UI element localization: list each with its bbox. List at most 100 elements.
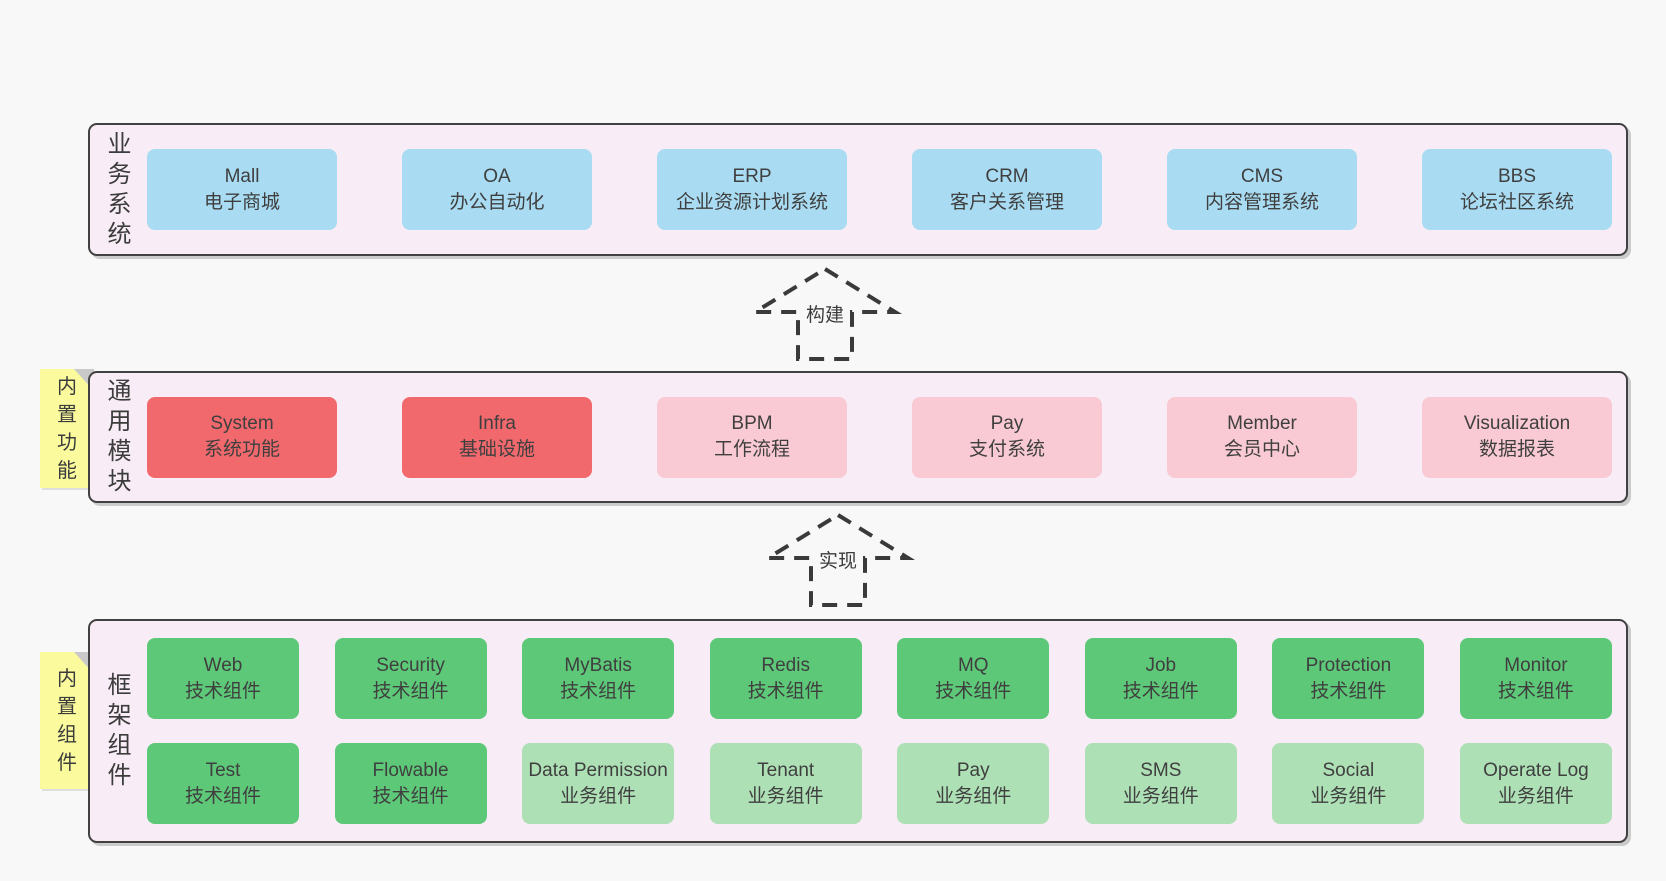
box-desc: 论坛社区系统 (1459, 191, 1574, 213)
layer-panel-business-systems: 业务系统 Mall 电子商城 OA 办公自动化 ERP 企业资源计划系统 CRM 客户关系管理… (88, 123, 1628, 256)
box-desc: 技术组件 (184, 680, 261, 702)
box-protection: Protection 技术组件 (1272, 638, 1425, 719)
box-mybatis: MyBatis 技术组件 (522, 638, 675, 719)
layer-label: 框架组件 (107, 672, 132, 789)
box-desc: 内容管理系统 (1204, 191, 1319, 213)
component-rows: Mall 电子商城 OA 办公自动化 ERP 企业资源计划系统 CRM 客户关系管理 CMS 内容… (133, 125, 1626, 254)
box-name: Data Permission (528, 759, 668, 781)
box-name: Operate Log (1483, 759, 1589, 781)
box-pay: Pay 业务组件 (897, 743, 1050, 824)
box-name: Social (1322, 759, 1375, 781)
box-desc: 数据报表 (1478, 439, 1555, 460)
box-name: CRM (985, 165, 1029, 187)
box-desc: 会员中心 (1223, 439, 1300, 460)
box-pay: Pay 支付系统 (912, 396, 1102, 478)
box-cms: CMS 内容管理系统 (1167, 149, 1357, 230)
box-desc: 技术组件 (1122, 680, 1199, 702)
layer-label: 业务系统 (107, 130, 132, 248)
box-desc: 技术组件 (747, 680, 824, 702)
box-name: Security (376, 654, 445, 676)
box-desc: 技术组件 (935, 680, 1012, 702)
sticky-note-builtin-components: 内置组件 (40, 652, 94, 789)
arrow-label: 实现 (815, 546, 861, 573)
box-desc: 业务组件 (935, 785, 1012, 807)
box-mall: Mall 电子商城 (147, 149, 337, 230)
sticky-note-builtin-features: 内置功能 (40, 369, 94, 488)
box-desc: 技术组件 (1310, 680, 1387, 702)
box-name: OA (483, 165, 511, 187)
sticky-note-text: 内置功能 (57, 375, 77, 482)
box-desc: 业务组件 (747, 785, 824, 807)
sticky-note-text: 内置组件 (57, 667, 77, 774)
box-name: Test (205, 759, 241, 781)
box-web: Web 技术组件 (147, 638, 299, 719)
box-desc: 技术组件 (184, 785, 261, 807)
box-desc: 业务组件 (560, 785, 637, 807)
box-desc: 客户关系管理 (949, 191, 1064, 213)
box-desc: 业务组件 (1497, 785, 1574, 807)
box-security: Security 技术组件 (334, 638, 487, 719)
box-data-permission: Data Permission 业务组件 (522, 743, 675, 824)
box-bpm: BPM 工作流程 (657, 396, 847, 478)
box-desc: 技术组件 (1497, 680, 1574, 702)
box-crm: CRM 客户关系管理 (912, 149, 1102, 230)
box-desc: 技术组件 (372, 680, 449, 702)
box-desc: 系统功能 (203, 439, 280, 460)
box-name: Pay (956, 759, 990, 781)
box-name: SMS (1140, 759, 1182, 781)
box-member: Member 会员中心 (1167, 396, 1357, 478)
box-desc: 支付系统 (968, 439, 1045, 460)
layer-label: 通用模块 (107, 378, 132, 495)
box-name: BPM (731, 413, 773, 434)
dashed-up-arrow-build: 构建 (745, 266, 905, 362)
box-test: Test 技术组件 (147, 743, 299, 824)
box-name: Pay (990, 413, 1024, 434)
box-operate-log: Operate Log 业务组件 (1459, 743, 1612, 824)
dashed-up-arrow-implement: 实现 (758, 512, 918, 608)
box-erp: ERP 企业资源计划系统 (657, 149, 847, 230)
up-arrow-icon (760, 512, 916, 607)
box-name: Member (1227, 413, 1297, 434)
box-desc: 技术组件 (372, 785, 449, 807)
box-name: MyBatis (564, 654, 632, 676)
box-name: Monitor (1504, 654, 1568, 676)
box-redis: Redis 技术组件 (709, 638, 862, 719)
box-visualization: Visualization 数据报表 (1422, 396, 1612, 478)
arrow-label: 构建 (802, 300, 848, 327)
box-name: BBS (1497, 165, 1537, 187)
box-name: ERP (732, 165, 772, 187)
box-desc: 业务组件 (1310, 785, 1387, 807)
box-name: Redis (761, 654, 810, 676)
box-name: Web (203, 654, 243, 676)
box-name: System (210, 413, 274, 434)
box-desc: 办公自动化 (449, 191, 545, 213)
box-desc: 工作流程 (713, 439, 790, 460)
box-desc: 企业资源计划系统 (675, 191, 828, 213)
up-arrow-icon (747, 266, 903, 361)
box-desc: 电子商城 (203, 191, 280, 213)
box-social: Social 业务组件 (1272, 743, 1425, 824)
box-name: Mall (224, 165, 260, 187)
box-oa: OA 办公自动化 (402, 149, 592, 230)
box-name: CMS (1240, 165, 1284, 187)
box-desc: 技术组件 (560, 680, 637, 702)
box-name: Protection (1305, 654, 1392, 676)
box-bbs: BBS 论坛社区系统 (1422, 149, 1612, 230)
box-system: System 系统功能 (147, 396, 337, 478)
box-name: Infra (477, 413, 517, 434)
box-name: Visualization (1463, 413, 1571, 434)
component-row: Mall 电子商城 OA 办公自动化 ERP 企业资源计划系统 CRM 客户关系管理 CMS 内容… (147, 149, 1612, 230)
